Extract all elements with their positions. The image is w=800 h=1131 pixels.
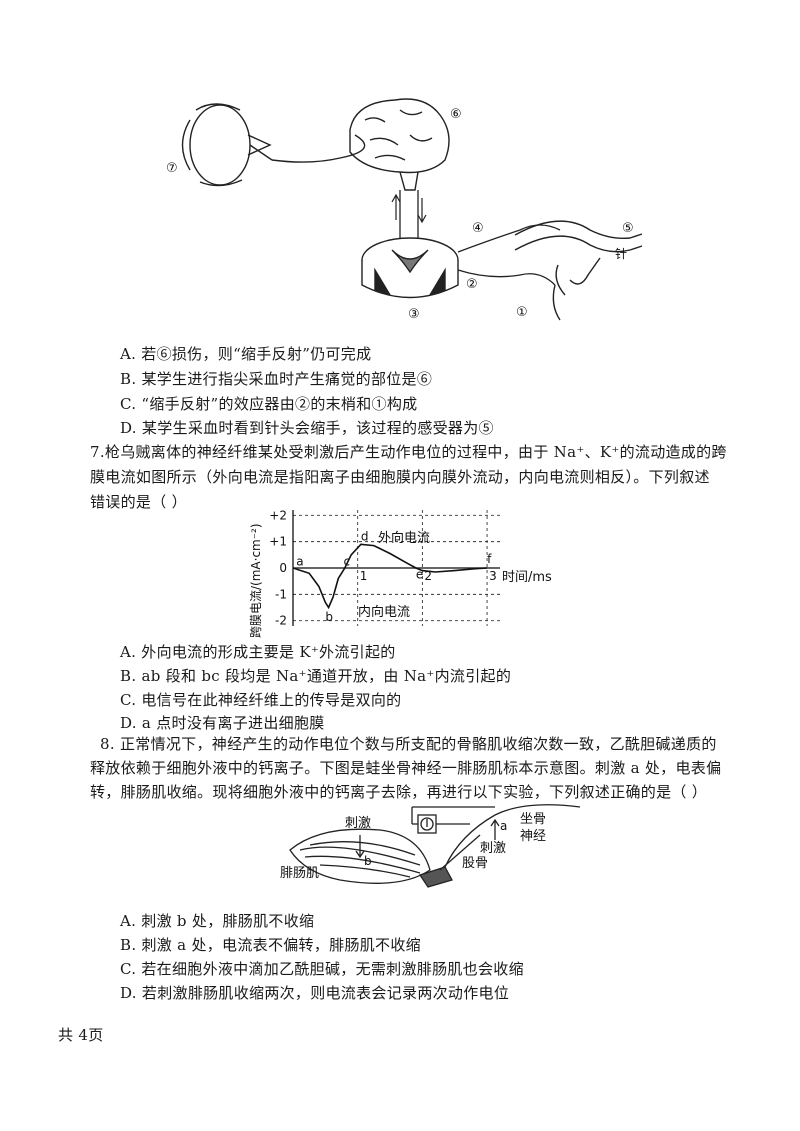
- chart-point-label: b: [325, 610, 333, 624]
- femur-drawing: [418, 834, 481, 888]
- label-n4: ④: [472, 221, 484, 236]
- chart-point-label: d: [361, 529, 369, 543]
- q7-stem-line3: 错误的是（ ）: [90, 493, 187, 511]
- q8-point-a: a: [500, 819, 507, 833]
- label-needle: 针: [615, 246, 627, 261]
- spinal-cord-drawing: [361, 237, 459, 299]
- chart-annotation-inward: 内向电流: [358, 604, 410, 620]
- gastrocnemius-drawing: [289, 828, 431, 884]
- q8-label-stim-a: 刺激: [480, 841, 506, 856]
- q7-option-a: A. 外向电流的形成主要是 K⁺外流引起的: [120, 643, 396, 661]
- q6-option-c: C. “缩手反射”的效应器由②的末梢和①构成: [120, 395, 418, 413]
- chart-annotation-outward: 外向电流: [378, 530, 430, 546]
- label-n1: ①: [516, 305, 528, 320]
- label-n6: ⑥: [450, 107, 462, 122]
- arm-drawing: [514, 220, 643, 321]
- q8-option-a: A. 刺激 b 处，腓肠肌不收缩: [120, 912, 315, 930]
- q6-option-a: A. 若⑥损伤，则“缩手反射”仍可完成: [120, 345, 372, 363]
- reflex-arc-figure: ⑥ ⑦ ④ ⑤ 针 ② ① ③: [166, 98, 643, 322]
- ammeter-icon: [411, 806, 495, 834]
- q6-option-d: D. 某学生采血时看到针头会缩手，该过程的感受器为⑤: [120, 419, 494, 437]
- q7-option-d: D. a 点时没有离子进出细胞膜: [120, 714, 325, 732]
- q7-option-b: B. ab 段和 bc 段均是 Na⁺通道开放，由 Na⁺内流引起的: [120, 667, 512, 685]
- chart-point-label: e: [416, 568, 423, 582]
- q8-label-bone: 股骨: [462, 856, 488, 871]
- label-n3: ③: [408, 307, 420, 322]
- current-curve: [292, 543, 488, 610]
- q8-label-nerve1: 坐骨: [520, 812, 546, 827]
- q8-point-b: b: [364, 854, 372, 868]
- q8-option-b: B. 刺激 a 处，电流表不偏转，腓肠肌不收缩: [120, 936, 421, 954]
- q8-label-muscle: 腓肠肌: [280, 865, 319, 881]
- eye-drawing: [181, 103, 273, 187]
- label-n2: ②: [466, 277, 478, 292]
- chart-y-tick: -2: [275, 614, 287, 628]
- label-n7: ⑦: [166, 161, 178, 176]
- chart-x-tick: 1: [360, 569, 368, 583]
- q7-stem-line2: 膜电流如图所示（外向电流是指阳离子由细胞膜内向膜外流动，内向电流则相反）。下列叙…: [90, 468, 710, 486]
- q8-option-d: D. 若刺激腓肠肌收缩两次，则电流表会记录两次动作电位: [120, 984, 510, 1002]
- chart-y-tick: -1: [275, 587, 287, 601]
- chart-y-tick: +1: [269, 535, 287, 549]
- q6-option-b: B. 某学生进行指尖采血时产生痛觉的部位是⑥: [120, 370, 433, 388]
- q8-option-c: C. 若在细胞外液中滴加乙酰胆碱，无需刺激腓肠肌也会收缩: [120, 960, 524, 978]
- frog-nerve-muscle-figure: 刺激 b 腓肠肌 股骨 刺激 a 坐骨 神经: [280, 804, 581, 888]
- label-n5: ⑤: [622, 221, 634, 236]
- chart-ylabel: 跨膜电流/(mA·cm⁻²): [249, 523, 263, 638]
- chart-x-tick: 2: [424, 569, 432, 583]
- chart-y-tick: 0: [279, 561, 287, 575]
- brain-drawing: [349, 98, 450, 191]
- chart-y-tick: +2: [269, 508, 287, 522]
- q8-stem-line1: 8. 正常情况下，神经产生的动作电位个数与所支配的骨骼肌收缩次数一致，乙酰胆碱递…: [100, 735, 717, 753]
- q8-stem-line2: 释放依赖于细胞外液中的钙离子。下图是蛙坐骨神经一腓肠肌标本示意图。刺激 a 处，…: [90, 759, 722, 777]
- chart-x-tick: 3: [489, 569, 497, 583]
- q7-option-c: C. 电信号在此神经纤维上的传导是双向的: [120, 691, 402, 709]
- chart-point-label: c: [343, 554, 350, 568]
- chart-xlabel: 时间/ms: [502, 570, 552, 585]
- chart-point-label: f: [487, 552, 492, 566]
- page-count: 共 4页: [58, 1026, 104, 1044]
- q8-label-nerve2: 神经: [520, 829, 546, 844]
- q7-stem-line1: 7.枪乌贼离体的神经纤维某处受刺激后产生动作电位的过程中，由于 Na⁺、K⁺的流…: [90, 443, 727, 461]
- membrane-current-chart: +2 +1 0 -1 -2 1 2 3 a b cd e f 跨膜电流/(mA·cm⁻²) 时间/ms…: [249, 508, 552, 638]
- q8-label-stim-b: 刺激: [345, 816, 371, 831]
- chart-point-label: a: [296, 554, 303, 568]
- q8-stem-line3: 转，腓肠肌收缩。现将细胞外液中的钙离子去除，再进行以下实验，下列叙述正确的是（ …: [90, 783, 708, 801]
